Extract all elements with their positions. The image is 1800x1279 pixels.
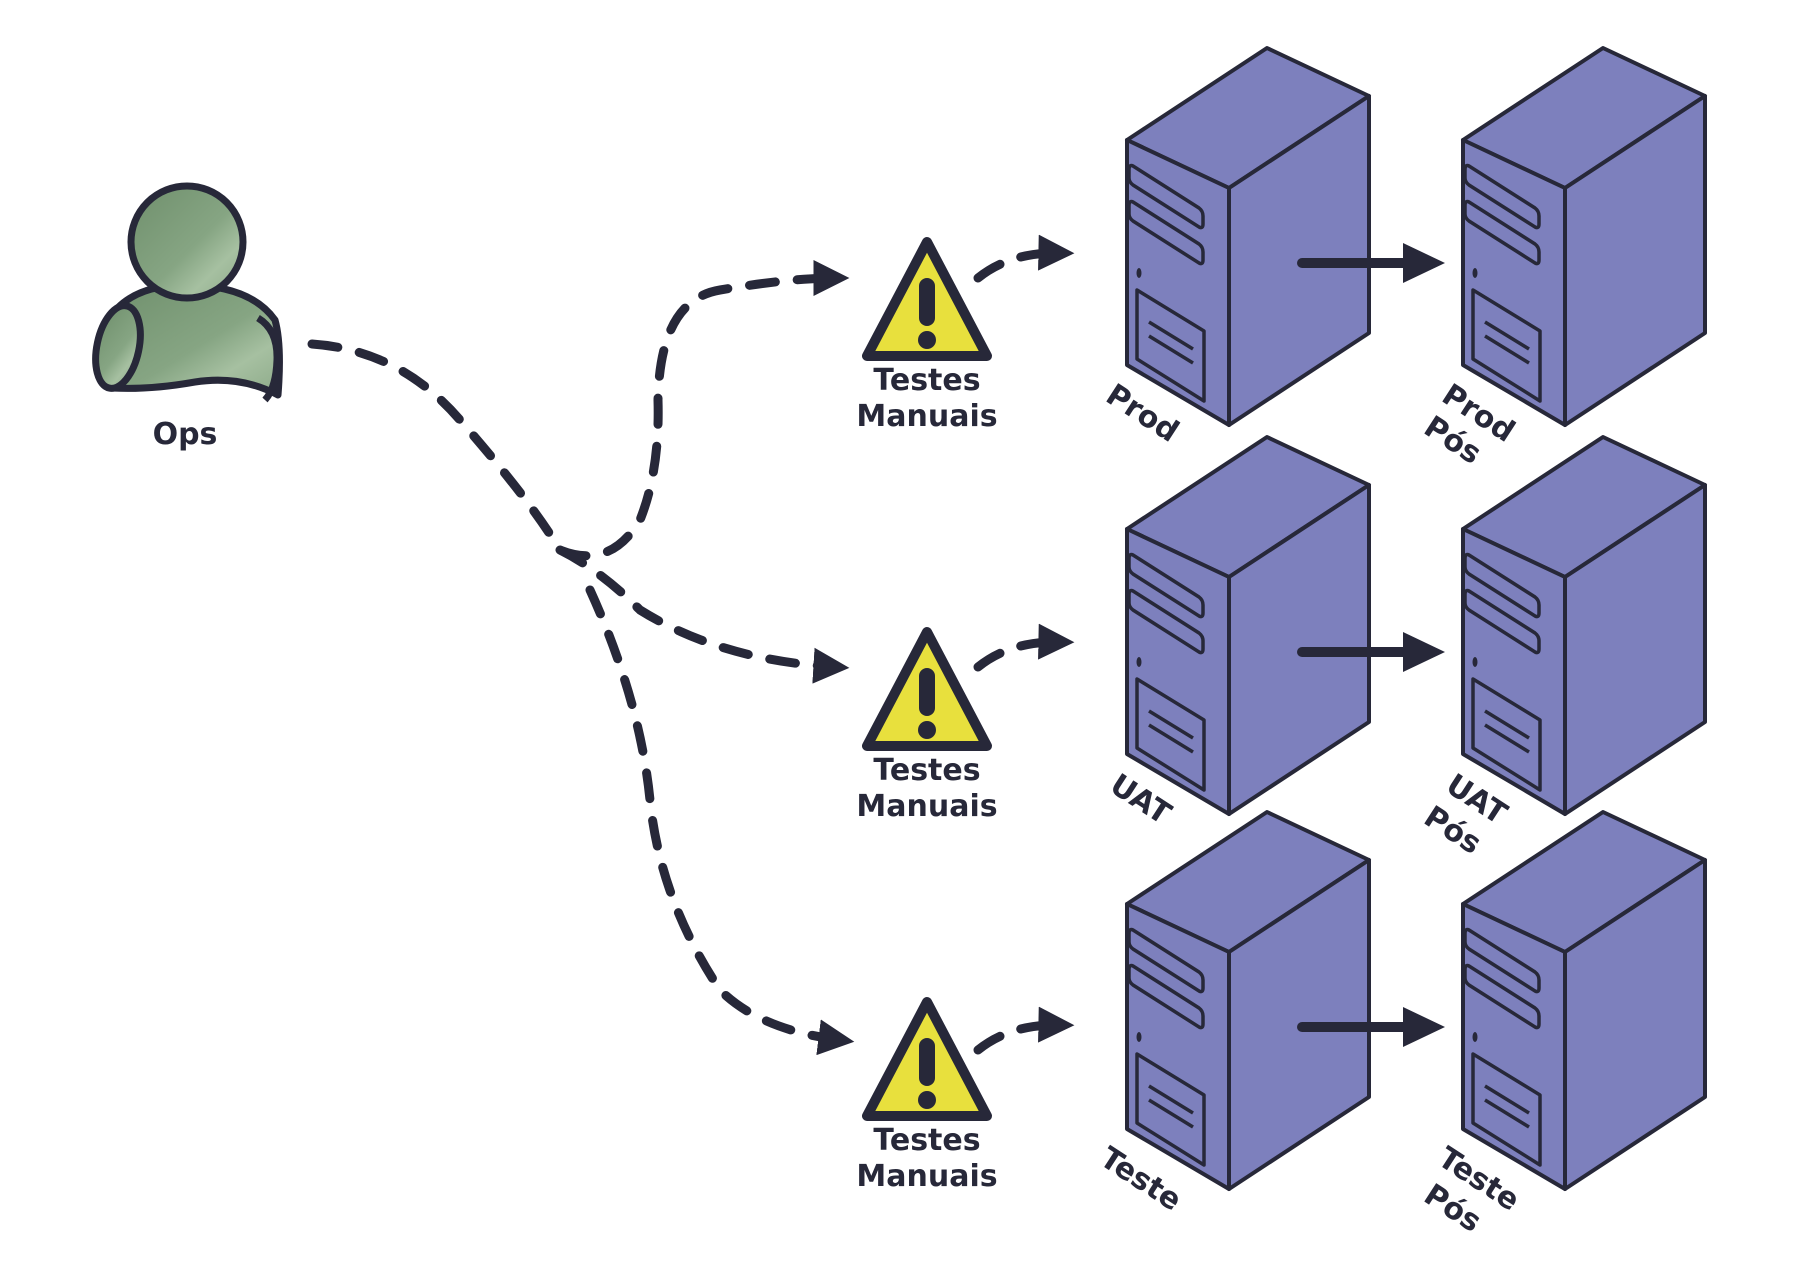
server-icon-uat-pos <box>1461 435 1707 816</box>
gate-label: Testes <box>873 363 980 398</box>
flow-gate-to-prod <box>973 234 1075 283</box>
warning-icon <box>867 242 987 356</box>
ops-user-icon <box>92 182 283 403</box>
warning-icon <box>867 632 987 746</box>
flow-ops-to-gate-uat <box>555 545 850 684</box>
server-icon-uat <box>1125 435 1371 816</box>
server-icon-teste-pos <box>1461 810 1707 1191</box>
actor-label: Ops <box>153 417 218 452</box>
flow-gate-to-teste <box>973 1006 1075 1055</box>
server-icon-prod <box>1125 46 1371 427</box>
gate-label: Testes <box>873 753 980 788</box>
gate-label: Manuais <box>856 1159 997 1194</box>
server-icon-prod-pos <box>1461 46 1707 427</box>
flow-ops-to-gate-teste <box>585 585 855 1056</box>
gate-label: Manuais <box>856 399 997 434</box>
server-icon-teste <box>1125 810 1371 1191</box>
warning-icon <box>867 1002 987 1116</box>
gate-label: Testes <box>873 1123 980 1158</box>
flow-ops-to-gate-prod <box>307 260 850 561</box>
gate-label: Manuais <box>856 789 997 824</box>
flow-gate-to-uat <box>973 623 1075 672</box>
